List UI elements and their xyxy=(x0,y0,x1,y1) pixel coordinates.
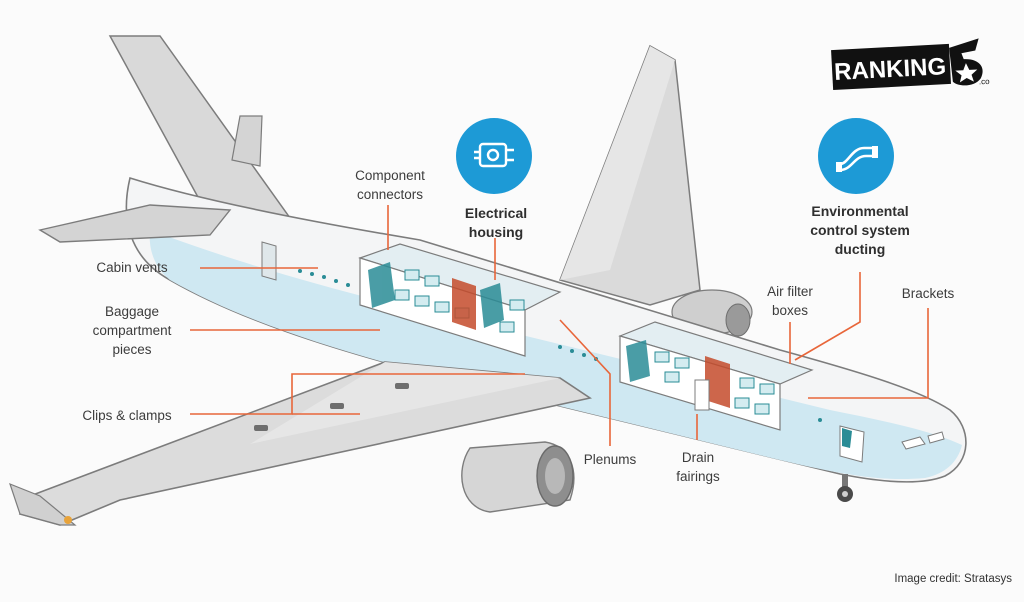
logo-suffix: .com xyxy=(979,76,990,86)
drain-fairings-label: Drain fairings xyxy=(676,450,720,484)
environmental-ducting-label: Environmental control system ducting xyxy=(810,203,910,257)
baggage-pieces-label: Baggage compartment pieces xyxy=(92,304,172,357)
brackets-label: Brackets xyxy=(901,286,955,301)
electrical-housing-label: Electrical housing xyxy=(464,205,528,240)
electrical-housing-icon xyxy=(456,118,532,194)
plenums-label: Plenums xyxy=(583,452,637,467)
component-connectors-label: Component connectors xyxy=(355,168,425,202)
logo-text: RANKING xyxy=(834,53,947,86)
clips-clamps-label: Clips & clamps xyxy=(82,408,172,423)
duct-icon xyxy=(818,118,894,194)
cabin-vents-label: Cabin vents xyxy=(96,260,168,275)
ranking5-logo: RANKING .com xyxy=(830,36,997,96)
air-filter-boxes-label: Air filter boxes xyxy=(767,284,813,318)
image-credit: Image credit: Stratasys xyxy=(894,573,1012,585)
